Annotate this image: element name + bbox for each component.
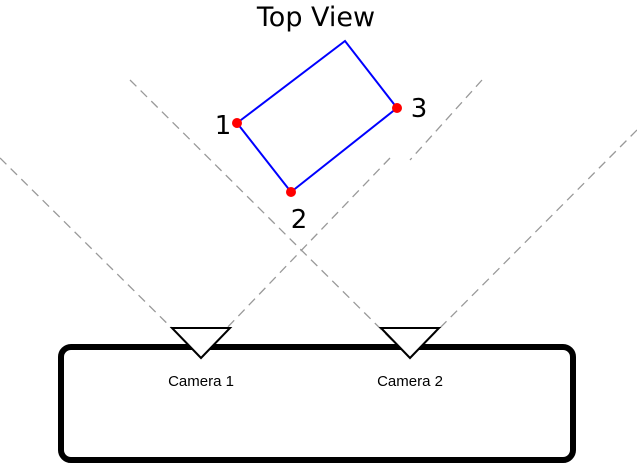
point-2-label: 2: [291, 205, 308, 235]
camera-1-sight-lines: [0, 157, 391, 357]
camera-2-icon: [378, 327, 442, 360]
diagram-title: Top View: [256, 2, 375, 33]
camera-2-far-sight-line: [409, 79, 483, 161]
camera-housing: [58, 344, 576, 463]
point-3-label: 3: [411, 94, 428, 124]
camera-1-icon: [169, 327, 233, 360]
camera-1-left-sight-line: [0, 157, 201, 357]
point-3-marker: [392, 103, 402, 113]
point-1-label: 1: [215, 111, 232, 141]
point-1-marker: [232, 118, 242, 128]
camera-1-right-sight-line: [199, 157, 391, 357]
camera-2-label: Camera 2: [377, 373, 443, 390]
object-outline: [235, 39, 399, 194]
camera-2-right-sight-line: [409, 129, 637, 359]
camera-2-sight-lines: [129, 79, 637, 359]
camera-1-label: Camera 1: [168, 373, 234, 390]
camera-2-left-sight-line: [129, 79, 411, 359]
point-2-marker: [286, 187, 296, 197]
